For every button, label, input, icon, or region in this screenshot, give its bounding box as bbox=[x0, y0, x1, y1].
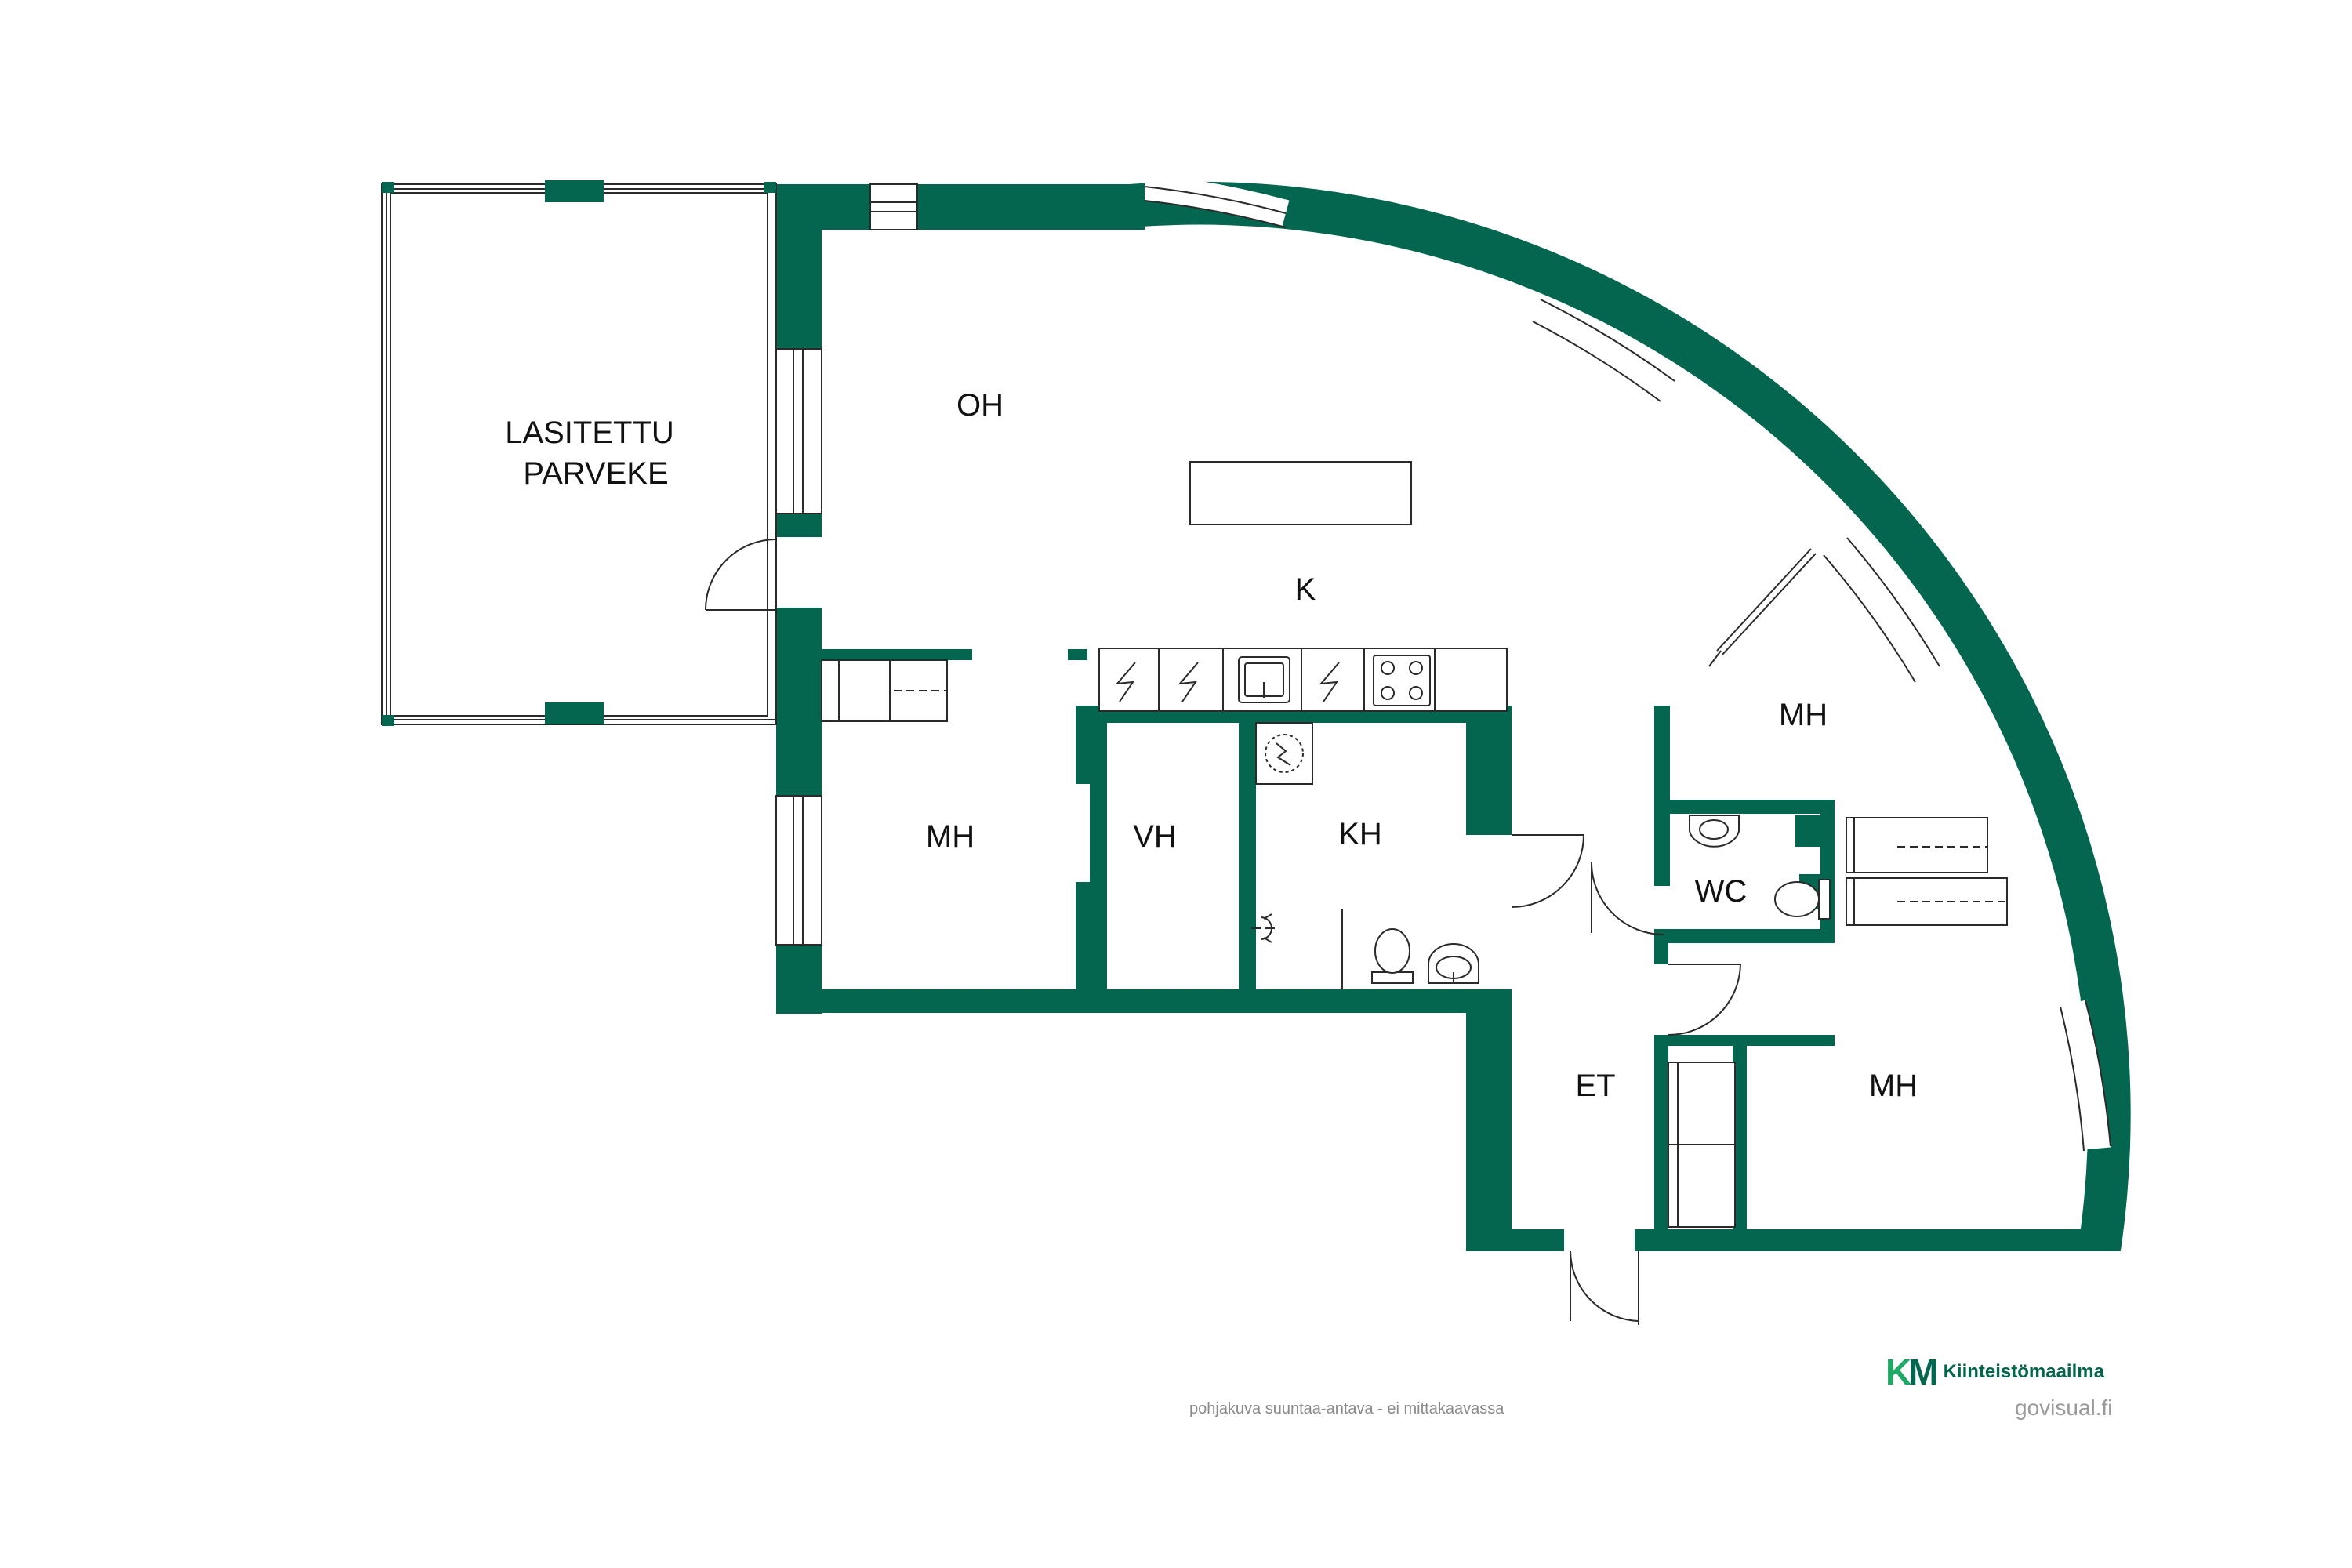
room-label-bedroom-northeast: MH bbox=[1779, 698, 1828, 732]
room-label-living: OH bbox=[956, 388, 1004, 423]
balcony-glazing bbox=[381, 183, 777, 725]
door-swing-icon bbox=[705, 539, 1817, 1325]
curved-window-2 bbox=[1539, 299, 1677, 400]
toilet-icon bbox=[1371, 879, 1831, 984]
sink-icon bbox=[1238, 656, 1290, 703]
room-label-entrance: ET bbox=[1575, 1069, 1615, 1103]
curved-wall bbox=[1129, 173, 2131, 1250]
shower-icon bbox=[1251, 913, 1275, 943]
room-label-bedroom-west: MH bbox=[926, 819, 975, 854]
balcony-posts bbox=[382, 180, 776, 726]
room-label-bedroom-southeast: MH bbox=[1869, 1069, 1918, 1103]
brand-name: Kiinteistömaailma bbox=[1943, 1361, 2104, 1382]
brand-mark-m: M bbox=[1908, 1352, 1938, 1392]
room-label-walk-in-closet: VH bbox=[1133, 819, 1177, 854]
brand-mark-k: K bbox=[1886, 1352, 1911, 1392]
washbasin-icon bbox=[1428, 815, 1740, 984]
washing-machine bbox=[1255, 722, 1313, 785]
curved-window-4 bbox=[2058, 1000, 2111, 1150]
room-label-toilet: WC bbox=[1695, 874, 1748, 909]
curved-window-3 bbox=[1824, 535, 1941, 682]
brand-mark: KM bbox=[1886, 1352, 1939, 1392]
walls bbox=[545, 180, 2121, 1251]
kitchen-counter bbox=[1098, 648, 1508, 712]
stove-icon bbox=[1373, 655, 1431, 706]
appliance-outlet-icon bbox=[1115, 662, 1340, 702]
site-credit: govisual.fi bbox=[2015, 1396, 2113, 1420]
disclaimer-note: pohjakuva suuntaa-antava - ei mittakaava… bbox=[1189, 1400, 1504, 1417]
room-label-kitchen: K bbox=[1295, 572, 1316, 607]
window-icon bbox=[775, 183, 918, 946]
wardrobe bbox=[821, 659, 2008, 1228]
kitchen-island bbox=[1189, 461, 1412, 525]
brand-logo: KM Kiinteistömaailma bbox=[1886, 1354, 2104, 1390]
room-label-bathroom: KH bbox=[1338, 817, 1382, 851]
